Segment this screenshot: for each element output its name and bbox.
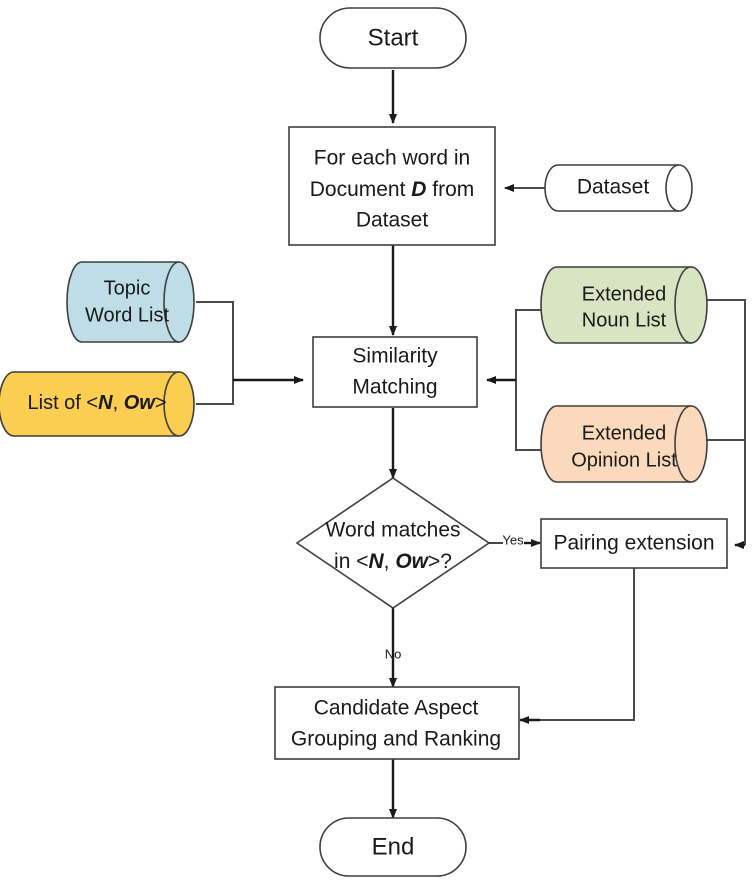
topic-word-list-cap	[163, 261, 180, 343]
pairing-extension-label: Pairing extension	[553, 532, 714, 555]
node-similarity-matching[interactable]: Similarity Matching	[312, 336, 478, 408]
extended-opinion-list-line1: Extended	[582, 422, 667, 444]
candidate-aspect-line2: Grouping and Ranking	[291, 728, 501, 751]
list-of-n-ow-em1: N	[98, 392, 113, 414]
list-of-n-ow-em2: Ow	[124, 392, 157, 414]
decision-line2-post: >?	[428, 550, 452, 573]
node-word-matches-decision[interactable]: Word matches in <N, Ow>?	[295, 477, 491, 609]
start-label: Start	[368, 24, 419, 51]
candidate-aspect-line1: Candidate Aspect	[314, 697, 479, 720]
similarity-matching-line2: Matching	[352, 376, 437, 399]
decision-line2-pre: in <	[334, 550, 368, 573]
edge-label-yes: Yes	[502, 532, 524, 547]
dataset-cap	[665, 164, 680, 212]
list-of-n-ow-cap	[163, 371, 180, 437]
node-for-each-word[interactable]: For each word in Document D from Dataset	[288, 126, 496, 246]
edge-topic-to-junction	[196, 301, 234, 380]
decision-line1: Word matches	[326, 519, 461, 542]
edge-listnow-to-junction	[196, 380, 234, 405]
node-start[interactable]: Start	[319, 7, 467, 69]
extended-noun-list-line1: Extended	[582, 283, 667, 305]
node-dataset[interactable]: Dataset	[544, 164, 693, 212]
similarity-matching-shape	[312, 336, 478, 408]
decision-shape	[295, 477, 491, 609]
edge-pairing-to-candidate-path	[525, 568, 635, 721]
end-label: End	[372, 833, 415, 860]
dataset-label: Dataset	[577, 176, 650, 199]
for-each-shape	[288, 126, 496, 246]
decision-line2-em1: N	[368, 550, 384, 573]
pairing-extension-shape	[540, 518, 728, 569]
decision-line2-em2: Ow	[395, 550, 429, 573]
topic-word-list-line1: Topic	[104, 277, 151, 299]
for-each-line3: Dataset	[356, 209, 429, 232]
topic-word-list-shape	[66, 261, 195, 343]
for-each-line2: Document D from	[310, 178, 475, 201]
decision-line2-mid: ,	[384, 550, 396, 573]
extended-opinion-list-cap	[674, 405, 692, 483]
extended-noun-list-cap	[674, 266, 692, 344]
node-pairing-extension[interactable]: Pairing extension	[540, 518, 728, 569]
candidate-aspect-shape	[274, 686, 520, 760]
node-topic-word-list[interactable]: Topic Word List	[66, 261, 195, 343]
extended-opinion-list-line2: Opinion List	[571, 449, 677, 471]
topic-word-list-line2: Word List	[85, 304, 170, 326]
for-each-line2-pre: Document	[310, 178, 412, 201]
decision-line2: in <N, Ow>?	[334, 550, 452, 573]
list-of-n-ow-pre: List of <	[28, 392, 99, 414]
similarity-matching-line1: Similarity	[352, 345, 438, 368]
list-of-n-ow-mid: ,	[113, 392, 124, 414]
extended-noun-list-line2: Noun List	[582, 309, 667, 331]
for-each-line2-post: from	[426, 178, 474, 201]
list-of-n-ow-label: List of <N, Ow>	[28, 392, 167, 414]
edge-noun-to-junction	[515, 309, 546, 380]
for-each-line1: For each word in	[314, 147, 470, 170]
node-extended-noun-list[interactable]: Extended Noun List	[540, 266, 708, 344]
end-shape	[319, 817, 467, 877]
edge-opinion-to-junction	[515, 380, 546, 451]
edge-label-no: No	[385, 646, 402, 661]
list-of-n-ow-post: >	[155, 392, 167, 414]
for-each-line2-emphasis: D	[411, 178, 426, 201]
edge-noun-to-pairing-rail	[706, 299, 746, 545]
node-candidate-aspect[interactable]: Candidate Aspect Grouping and Ranking	[274, 686, 520, 760]
node-extended-opinion-list[interactable]: Extended Opinion List	[540, 405, 708, 483]
node-end[interactable]: End	[319, 817, 467, 877]
start-shape	[319, 7, 467, 69]
node-list-of-n-ow[interactable]: List of <N, Ow>	[0, 371, 195, 437]
